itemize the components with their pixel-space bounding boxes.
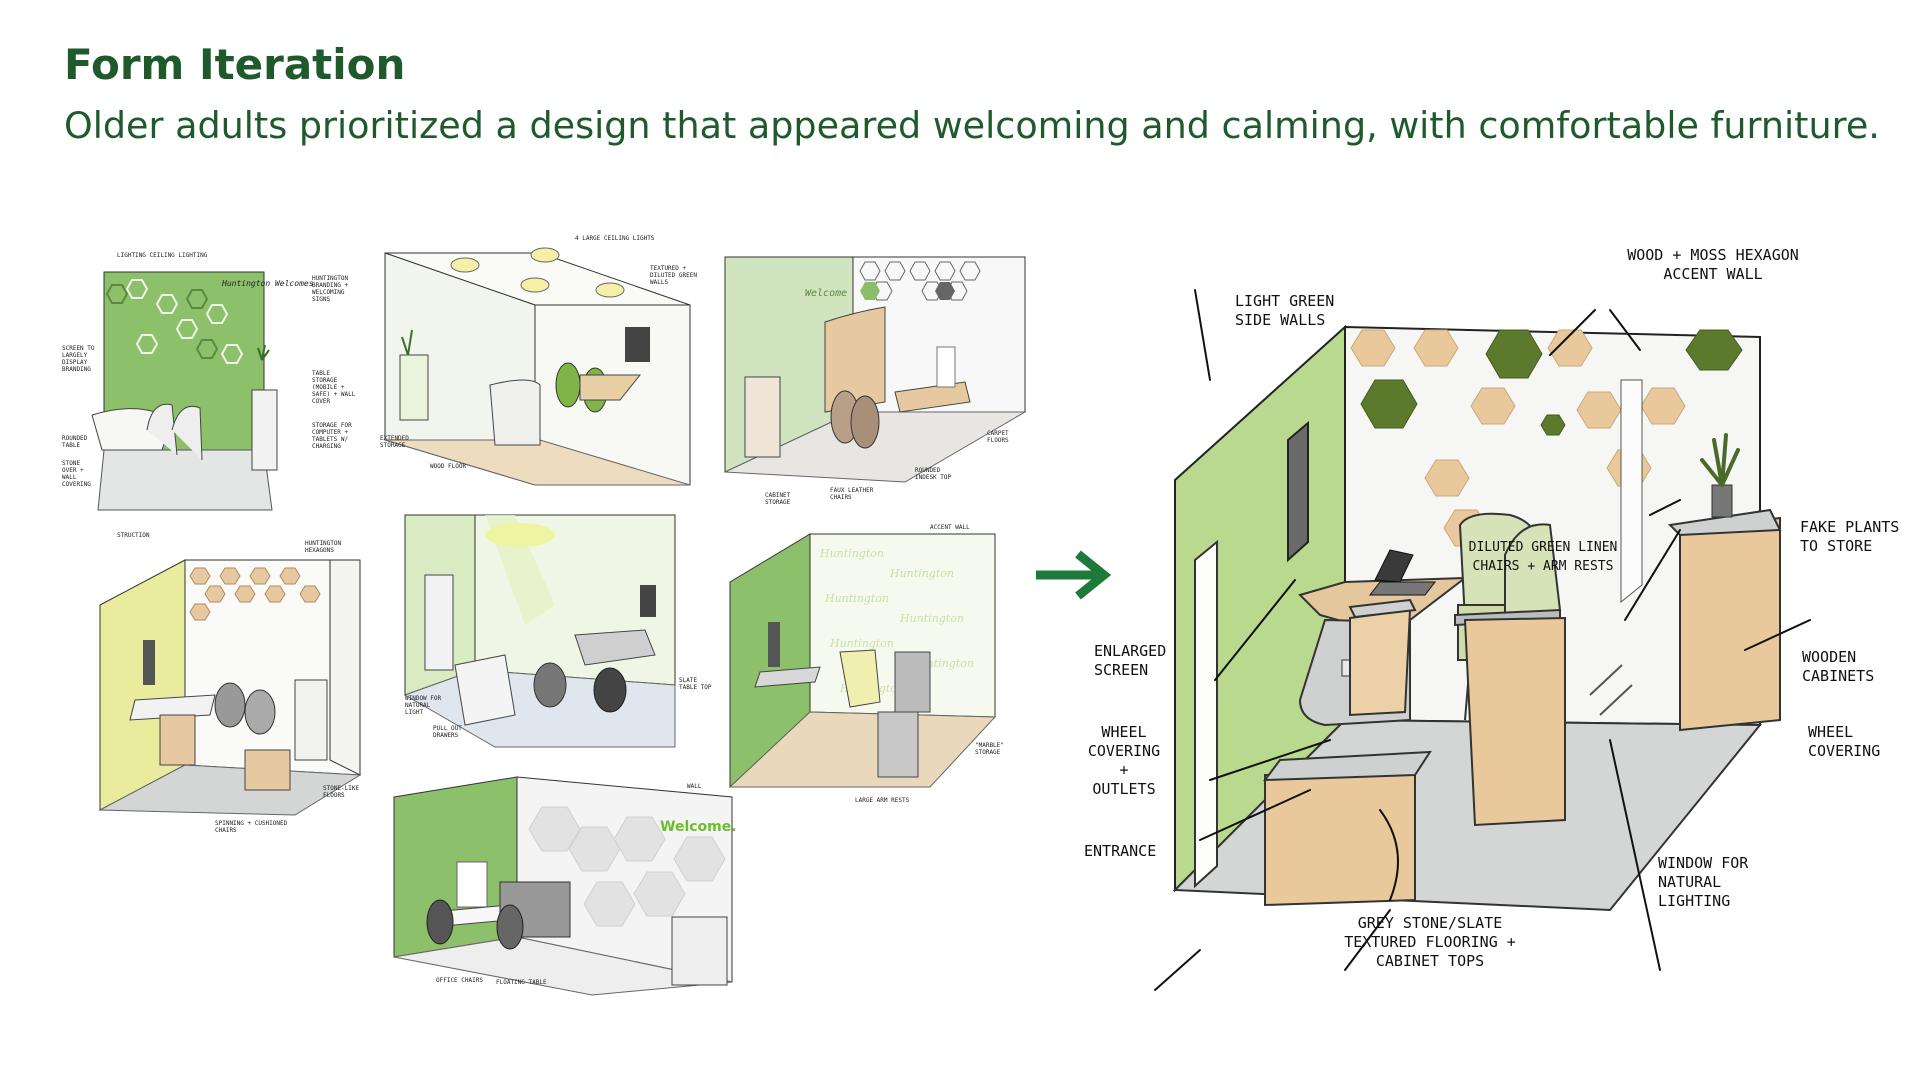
svg-text:Huntington: Huntington <box>899 612 964 625</box>
sketch-3-drawing <box>724 256 1027 483</box>
sketch-1: LIGHTING CEILING LIGHTING Huntington Wel… <box>62 250 357 540</box>
final-label-entrance: Entrance <box>1084 842 1157 860</box>
right-arrow-icon <box>1036 550 1112 600</box>
sketch-1-label: STRUCTION <box>117 532 150 539</box>
final-label-window: Window for Natural Lighting <box>1658 854 1749 910</box>
svg-text:Huntington: Huntington <box>829 637 894 650</box>
final-label-flooring: Grey Stone/Slate Textured Flooring + Cab… <box>1344 914 1516 970</box>
sketch-3-label: Welcome <box>805 288 848 299</box>
sketch-4-drawing <box>98 559 362 816</box>
sketch-7-label: OFFICE CHAIRS <box>436 977 483 984</box>
sketch-7-label: Welcome. <box>660 819 737 835</box>
sketch-2-label: EXTENDED STORAGE <box>380 435 409 449</box>
sketch-5-label: WINDOW FOR NATURAL LIGHT <box>405 695 442 716</box>
sketch-4-label: HUNTINGTON HEXAGONS <box>305 540 342 554</box>
sketch-1-label: SCREEN TO LARGELY DISPLAY BRANDING <box>62 345 95 373</box>
sketch-6-label: ACCENT WALL <box>930 524 970 531</box>
sketch-3: Welcome CABINET STORAGE FAUX LEATHER CHA… <box>724 252 1027 507</box>
sketch-5-label: PULL OUT DRAWERS <box>433 725 462 739</box>
sketch-6-label: "MARBLE" STORAGE <box>975 742 1004 756</box>
svg-text:Huntington: Huntington <box>819 547 884 560</box>
sketch-1-drawing <box>91 271 278 511</box>
sketch-1-label: STONE OVER + WALL COVERING <box>62 460 91 488</box>
sketch-1-label: TABLE STORAGE (MOBILE + SAFE) + WALL COV… <box>312 370 356 405</box>
final-label-wheel-right: Wheel Covering <box>1808 723 1881 760</box>
slide-subtitle: Older adults prioritized a design that a… <box>64 104 1880 147</box>
sketch-2-label: TEXTURED + DILUTED GREEN WALLS <box>650 265 697 286</box>
sketch-4-label: STONE-LIKE FLOORS <box>323 785 360 799</box>
sketch-2-label: 4 LARGE CEILING LIGHTS <box>575 235 655 242</box>
final-label-screen: Enlarged Screen <box>1094 642 1167 679</box>
final-label-hex-wall: Wood + Moss Hexagon Accent Wall <box>1627 246 1799 283</box>
sketch-7: WALL Welcome. OFFICE CHAIRS FLOATING TAB… <box>392 776 737 997</box>
sketch-1-label: Huntington Welcomes <box>222 279 314 288</box>
sketch-1-label: ROUNDED TABLE <box>62 435 88 449</box>
slide-title: Form Iteration <box>64 40 406 89</box>
sketch-7-label: WALL <box>687 783 702 790</box>
sketch-3-label: CABINET STORAGE <box>765 492 791 506</box>
sketch-5: WINDOW FOR NATURAL LIGHT PULL OUT DRAWER… <box>403 514 715 755</box>
sketch-6-label: LARGE ARM RESTS <box>855 797 910 804</box>
sketch-2-drawing <box>384 247 691 486</box>
svg-text:Huntington: Huntington <box>824 592 889 605</box>
final-label-chairs: Diluted Green Linen Chairs + Arm Rests <box>1468 540 1618 574</box>
sketch-3-label: CARPET FLOORS <box>987 430 1009 444</box>
sketch-4-label: SPINNING + CUSHIONED CHAIRS <box>215 820 288 834</box>
sketch-4: HUNTINGTON HEXAGONS STONE-LIKE FLOORS SP… <box>95 540 375 834</box>
final-label-side-walls: Light Green Side Walls <box>1235 292 1335 329</box>
sketch-3-label: ROUNDED INDESK TOP <box>915 467 952 481</box>
final-label-plants: Fake Plants to Store <box>1800 518 1900 555</box>
sketch-2-label: WOOD FLOOR <box>430 463 467 470</box>
sketch-1-label: LIGHTING CEILING LIGHTING <box>117 252 208 259</box>
sketch-5-drawing <box>403 514 676 748</box>
svg-text:Huntington: Huntington <box>889 567 954 580</box>
final-design-sketch: Wood + Moss Hexagon Accent Wall Light Gr… <box>1080 246 1899 991</box>
final-label-wheel-left: Wheel Covering + Outlets <box>1087 723 1161 798</box>
sketch-2: 4 LARGE CEILING LIGHTS TEXTURED + DILUTE… <box>380 235 700 495</box>
sketch-7-drawing <box>393 776 733 996</box>
sketch-1-label: HUNTINGTON BRANDING + WELCOMING SIGNS <box>312 275 349 303</box>
final-design-drawing <box>1154 289 1811 991</box>
sketch-1-label: STORAGE FOR COMPUTER + TABLETS W/ CHARGI… <box>312 422 352 450</box>
sketch-5-label: SLATE TABLE TOP <box>679 677 712 691</box>
final-label-cabinets: Wooden Cabinets <box>1802 648 1875 685</box>
sketch-3-label: FAUX LEATHER CHAIRS <box>830 487 874 501</box>
sketch-7-label: FLOATING TABLE <box>496 979 547 986</box>
